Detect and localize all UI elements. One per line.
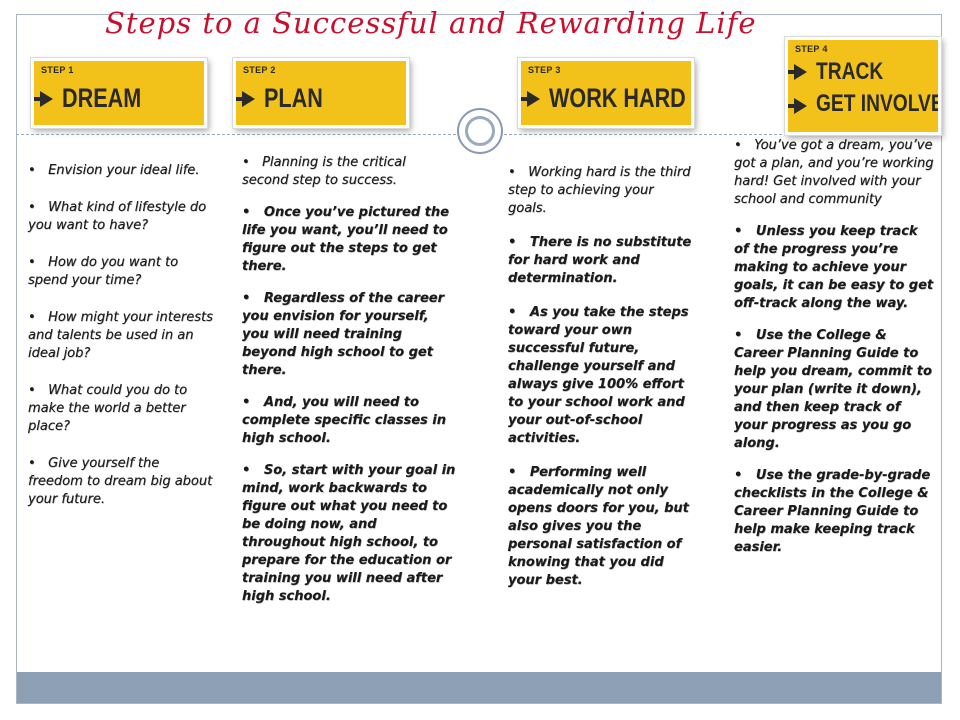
- step-word-secondary: GET INVOLVED: [816, 90, 938, 117]
- step-1-badge: STEP 1 DREAM: [31, 58, 207, 128]
- ring-inner: [465, 116, 495, 146]
- step-2-badge: STEP 2 PLAN: [233, 58, 409, 128]
- bullet-item: Regardless of the career you envision fo…: [242, 290, 456, 380]
- step-3-badge: STEP 3 WORK HARD: [518, 58, 694, 128]
- bullet-item: What could you do to make the world a be…: [28, 382, 214, 436]
- bullet-item: Unless you keep track of the progress yo…: [734, 223, 934, 313]
- column-track: You’ve got a dream, you’ve got a plan, a…: [734, 137, 934, 571]
- column-plan: Planning is the critical second step to …: [242, 154, 456, 620]
- arrow-right-icon: [788, 98, 807, 114]
- page-title: Steps to a Successful and Rewarding Life: [105, 6, 757, 40]
- step-label: STEP 1: [41, 65, 74, 75]
- bullet-item: Give yourself the freedom to dream big a…: [28, 455, 214, 509]
- bullet-item: There is no substitute for hard work and…: [508, 234, 696, 288]
- step-word: DREAM: [62, 83, 142, 113]
- bullet-item: Planning is the critical second step to …: [242, 154, 456, 190]
- bullet-item: Performing well academically not only op…: [508, 464, 696, 590]
- bullet-item: What kind of lifestyle do you want to ha…: [28, 199, 214, 235]
- bullet-item: Once you’ve pictured the life you want, …: [242, 204, 456, 276]
- bullet-item: As you take the steps toward your own su…: [508, 304, 696, 448]
- bullet-item: Working hard is the third step to achiev…: [508, 164, 696, 218]
- column-dream: Envision your ideal life. What kind of l…: [28, 162, 214, 528]
- bullet-item: And, you will need to complete specific …: [242, 394, 456, 448]
- arrow-right-icon: [34, 91, 53, 107]
- column-work-hard: Working hard is the third step to achiev…: [508, 164, 696, 606]
- bullet-item: How might your interests and talents be …: [28, 309, 214, 363]
- header-divider-right: [504, 134, 942, 135]
- arrow-right-icon: [521, 91, 540, 107]
- arrow-right-icon: [236, 91, 255, 107]
- bullet-item: You’ve got a dream, you’ve got a plan, a…: [734, 137, 934, 209]
- arrow-right-icon: [788, 64, 807, 80]
- step-label: STEP 3: [528, 65, 561, 75]
- ring-ornament-icon: [457, 108, 503, 154]
- step-word: PLAN: [264, 83, 323, 113]
- slide-frame: [16, 14, 942, 704]
- bullet-item: Use the grade-by-grade checklists in the…: [734, 467, 934, 557]
- step-label: STEP 4: [795, 44, 828, 54]
- bullet-item: Use the College & Career Planning Guide …: [734, 327, 934, 453]
- bullet-item: Envision your ideal life.: [28, 162, 214, 180]
- header-divider-left: [16, 134, 456, 135]
- step-4-badge: STEP 4 TRACK GET INVOLVED: [785, 37, 941, 135]
- step-label: STEP 2: [243, 65, 276, 75]
- step-word: WORK HARD: [549, 83, 686, 113]
- bullet-item: So, start with your goal in mind, work b…: [242, 462, 456, 606]
- bullet-item: How do you want to spend your time?: [28, 254, 214, 290]
- step-word: TRACK: [816, 58, 884, 85]
- footer-bar: [17, 672, 941, 703]
